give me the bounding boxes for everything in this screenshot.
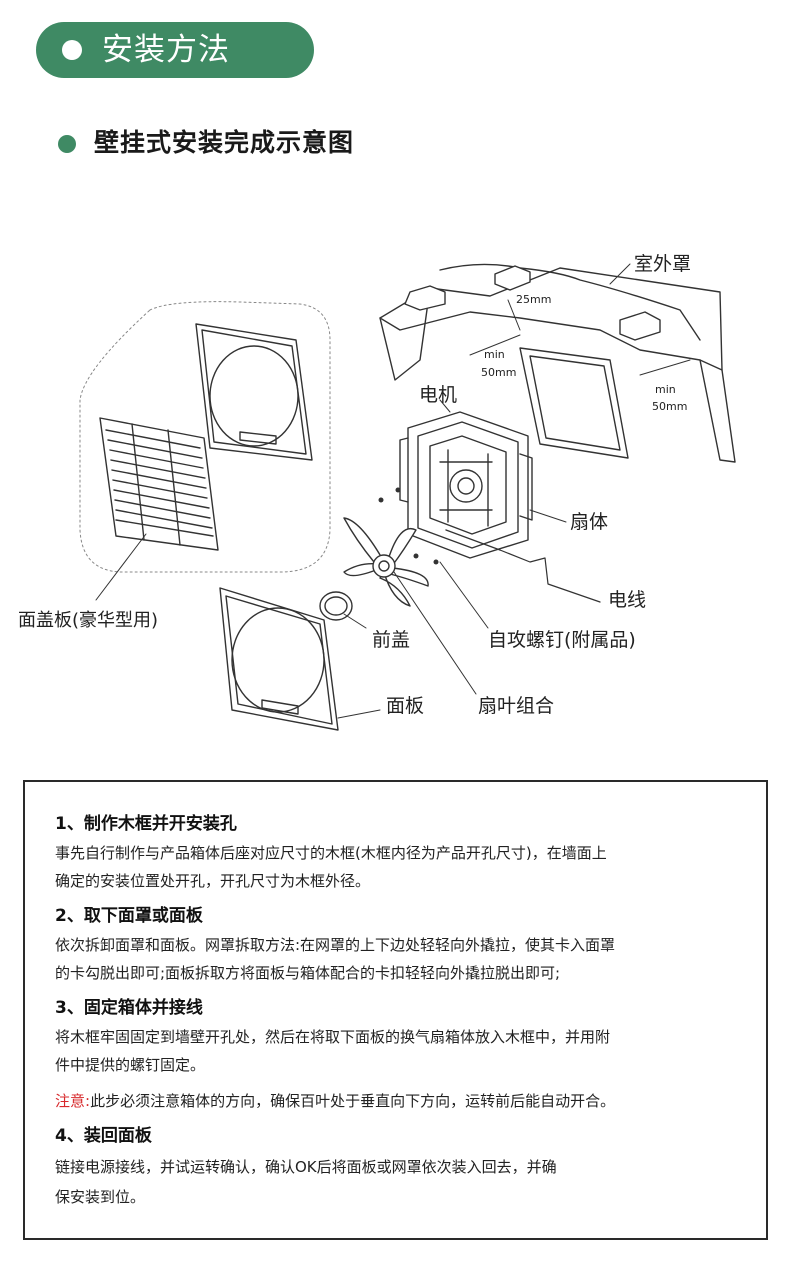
leader-fan-body [529, 509, 567, 523]
front-cap [319, 591, 353, 621]
step-1-title: 1、制作木框并开安装孔 [55, 814, 237, 834]
leader-deluxe [95, 533, 147, 601]
label-gap-25: 25mm [516, 293, 551, 306]
label-outdoor-cover: 室外罩 [634, 253, 691, 275]
step-3-line-1: 将木框牢固固定到墙壁开孔处，然后在将取下面板的换气扇箱体放入木框中，并用附 [55, 1028, 611, 1046]
label-min-left-2: 50mm [481, 366, 516, 379]
leader-panel [337, 709, 381, 719]
power-wire [499, 549, 601, 603]
label-min-right-1: min [655, 383, 676, 396]
step-3-note: 注意:此步必须注意箱体的方向，确保百叶处于垂直向下方向，运转前后能自动开合。 [55, 1090, 615, 1112]
bullet-dot-icon [62, 40, 82, 60]
label-wire: 电线 [608, 589, 646, 611]
leader-front-cap [343, 613, 367, 629]
label-motor: 电机 [419, 384, 457, 406]
green-bullet-icon [58, 135, 76, 153]
label-blade-assembly: 扇叶组合 [478, 695, 554, 717]
label-screws: 自攻螺钉(附属品) [488, 629, 636, 651]
note-text: 此步必须注意箱体的方向，确保百叶处于垂直向下方向，运转前后能自动开合。 [90, 1092, 616, 1110]
leader-screw [439, 561, 489, 629]
screws [378, 487, 439, 565]
step-3-title: 3、固定箱体并接线 [55, 998, 203, 1018]
front-panel [219, 587, 339, 731]
step-1-line-1: 事先自行制作与产品箱体后座对应尺寸的木框(木框内径为产品开孔尺寸)，在墙面上 [55, 844, 607, 862]
label-min-left-1: min [484, 348, 505, 361]
leader-motor [439, 399, 451, 413]
step-4-line-2: 保安装到位。 [55, 1188, 146, 1206]
installation-steps-box: 1、制作木框并开安装孔 事先自行制作与产品箱体后座对应尺寸的木框(木框内径为产品… [23, 780, 768, 1240]
step-4-title: 4、装回面板 [55, 1126, 152, 1146]
label-panel: 面板 [386, 695, 424, 717]
label-fan-body: 扇体 [570, 511, 608, 533]
fan-body [399, 411, 533, 559]
deluxe-group-outline [79, 301, 331, 573]
section-title: 安装方法 [102, 32, 230, 68]
wall-assembly [379, 263, 736, 463]
fan-blade-assembly [343, 517, 429, 607]
step-2-title: 2、取下面罩或面板 [55, 906, 203, 926]
label-front-cap: 前盖 [372, 629, 410, 651]
section-header-pill: 安装方法 [36, 22, 314, 78]
leader-blade [393, 571, 477, 695]
label-deluxe-cover: 面盖板(豪华型用) [18, 610, 158, 631]
step-2-line-2: 的卡勾脱出即可;面板拆取方将面板与箱体配合的卡扣轻轻向外撬拉脱出即可; [55, 964, 561, 982]
leader-outdoor-cover [609, 263, 631, 285]
installation-diagram: 室外罩 25mm min 50mm min 50mm 电机 扇体 电线 自攻螺钉… [18, 253, 736, 731]
subheading-text: 壁挂式安装完成示意图 [94, 128, 355, 157]
step-4-line-1: 链接电源接线，并试运转确认，确认OK后将面板或网罩依次装入回去，并确 [55, 1158, 557, 1176]
deluxe-cover-panel [195, 323, 313, 461]
step-3-line-2: 件中提供的螺钉固定。 [55, 1056, 206, 1074]
step-2-line-1: 依次拆卸面罩和面板。网罩拆取方法:在网罩的上下边处轻轻向外撬拉，使其卡入面罩 [55, 936, 616, 954]
deluxe-grille [99, 417, 219, 551]
step-1-line-2: 确定的安装位置处开孔，开孔尺寸为木框外径。 [55, 872, 371, 890]
note-label: 注意: [55, 1092, 91, 1110]
label-min-right-2: 50mm [652, 400, 687, 413]
